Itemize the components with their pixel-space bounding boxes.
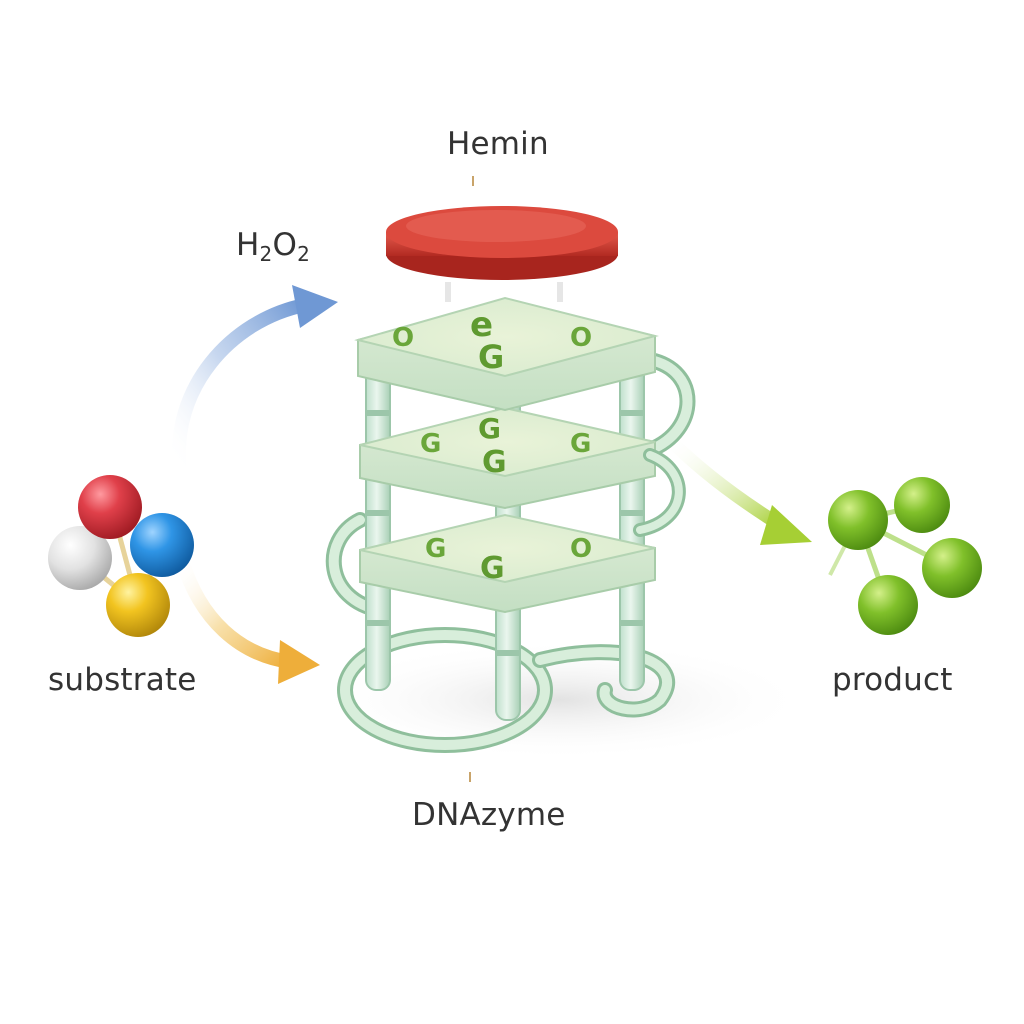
dna-strand-front [633, 448, 686, 537]
hemin-disc [386, 206, 618, 302]
guanine-mark: G [478, 338, 504, 376]
guanine-mark: G [482, 445, 507, 480]
substrate-label: substrate [48, 662, 197, 698]
h2o2-arrow [171, 285, 338, 477]
atom-green [858, 575, 918, 635]
dna-strand-back [642, 352, 696, 458]
atom-green [922, 538, 982, 598]
hemin-label: Hemin [447, 126, 549, 162]
substrate-arrow [175, 553, 320, 684]
guanine-mark: G [480, 551, 505, 586]
h2o2-sub-2: 2 [297, 242, 310, 266]
atom-green [828, 490, 888, 550]
guanine-mark: G [570, 429, 591, 459]
g-quartet-plate-1: O O e G [354, 296, 659, 412]
h2o2-h: H [236, 227, 260, 263]
atom-red [78, 475, 142, 539]
product-label: product [832, 662, 953, 698]
guanine-mark: O [570, 323, 592, 353]
dna-strand-bottom-loop [325, 512, 675, 753]
h2o2-sub-1: 2 [259, 242, 273, 266]
substrate-molecule [48, 475, 194, 637]
product-molecule [828, 477, 982, 635]
guanine-mark: G [420, 429, 441, 459]
guanine-mark: G [478, 412, 501, 445]
g-quartet-plate-2: G G G G [359, 406, 656, 510]
atom-yellow [106, 573, 170, 637]
guanine-mark: O [570, 534, 592, 564]
g-quartet-plate-3: G O G [359, 513, 656, 614]
atom-green [894, 477, 950, 533]
product-arrow [663, 433, 812, 545]
guanine-mark: G [425, 534, 446, 564]
guanine-mark: e [470, 305, 493, 345]
dnazyme-label: DNAzyme [412, 797, 566, 833]
atom-blue [130, 513, 194, 577]
guanine-mark: O [392, 323, 414, 353]
ground-shadow [310, 640, 810, 760]
h2o2-label: H2O2 [236, 227, 310, 266]
atom-white [48, 526, 112, 590]
h2o2-o: O [272, 227, 298, 263]
